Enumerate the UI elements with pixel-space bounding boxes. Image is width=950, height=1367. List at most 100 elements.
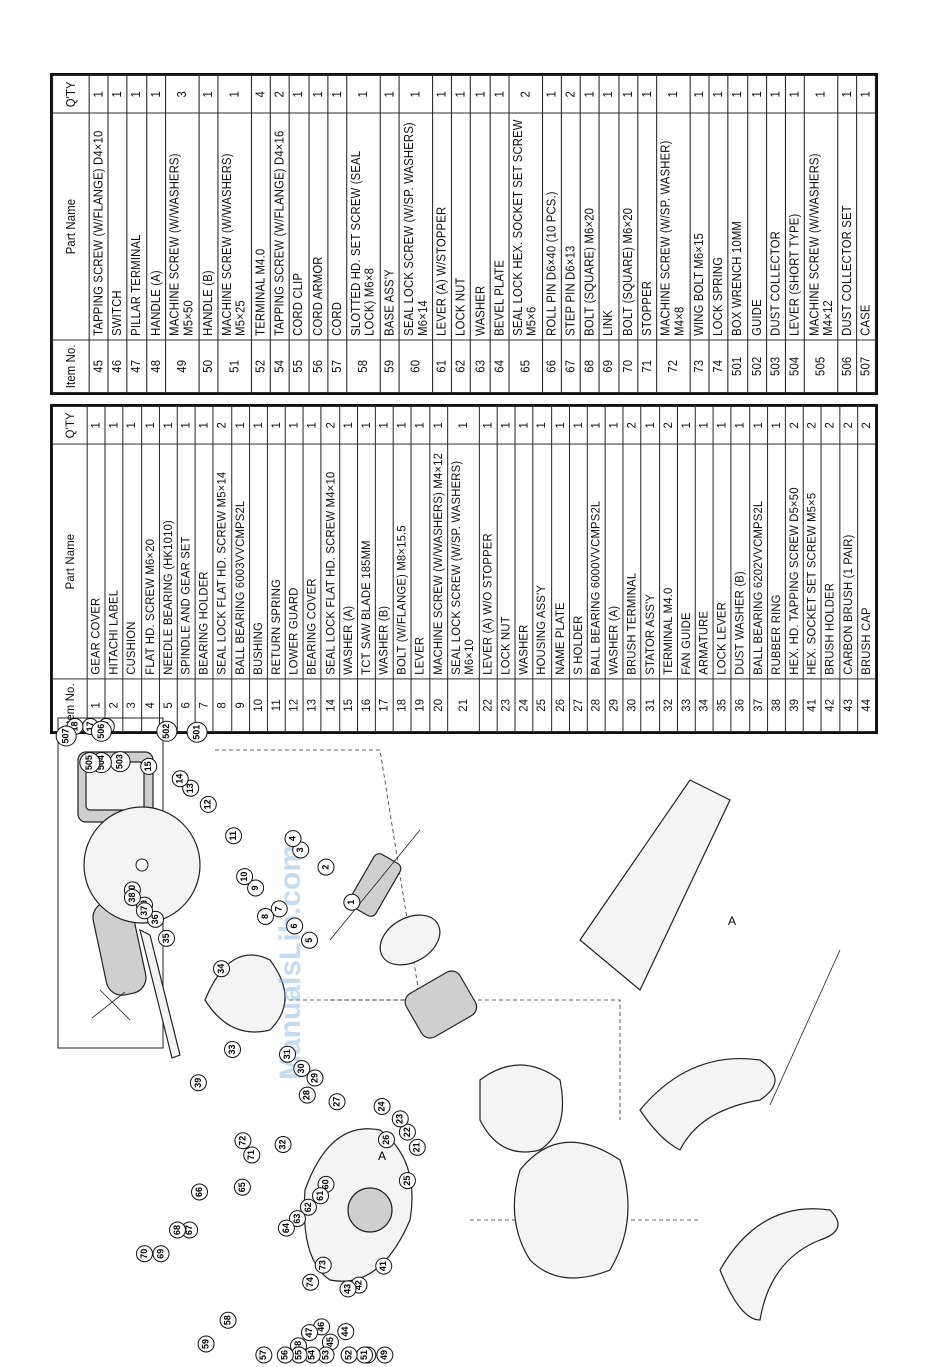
callout-number: 72 bbox=[237, 1136, 247, 1146]
callout-65: 65 bbox=[233, 1178, 251, 1196]
quantity-cell: 1 bbox=[804, 75, 838, 114]
callout-number: 70 bbox=[139, 1249, 149, 1259]
part-name-cell: FAN GUIDE bbox=[677, 444, 696, 679]
part-name-cell: BEVEL PLATE bbox=[489, 113, 509, 341]
item-no-cell: 66 bbox=[542, 340, 562, 393]
item-no-cell: 70 bbox=[618, 340, 638, 393]
callout-507: 507 bbox=[55, 725, 77, 747]
quantity-cell: 1 bbox=[569, 406, 588, 445]
item-no-cell: 504 bbox=[785, 340, 805, 393]
quantity-cell: 1 bbox=[713, 406, 732, 445]
callout-number: 56 bbox=[280, 1350, 290, 1360]
part-name-cell: CORD CLIP bbox=[289, 113, 309, 341]
item-no-cell: 507 bbox=[856, 340, 876, 393]
item-no-cell: 71 bbox=[637, 340, 657, 393]
callout-number: 38 bbox=[127, 892, 137, 902]
callout-number: 506 bbox=[96, 724, 106, 739]
quantity-cell: 1 bbox=[587, 406, 606, 445]
callout-number: 13 bbox=[185, 783, 195, 793]
callout-circle bbox=[243, 1146, 261, 1164]
callout-2: 2 bbox=[317, 858, 335, 876]
part-name-cell: HEX. HD. TAPPING SCREW D5×50 bbox=[785, 444, 804, 679]
housing-25 bbox=[513, 1141, 629, 1279]
callout-503: 503 bbox=[109, 751, 131, 773]
item-no-cell: 63 bbox=[470, 340, 490, 393]
quantity-cell: 2 bbox=[623, 406, 642, 445]
callout-47: 47 bbox=[301, 1324, 318, 1342]
callout-38: 38 bbox=[123, 889, 141, 906]
part-name-cell: CORD ARMOR bbox=[308, 113, 328, 341]
item-no-cell: 50 bbox=[198, 340, 218, 393]
part-name-cell: BALL BEARING 6003VVCMPS2L bbox=[231, 444, 250, 679]
quantity-cell: 1 bbox=[308, 75, 328, 114]
quantity-cell: 2 bbox=[508, 75, 543, 114]
callout-number: 8 bbox=[260, 914, 270, 919]
quantity-cell: 1 bbox=[749, 406, 768, 445]
part-name-cell: BUSHING bbox=[249, 444, 268, 679]
callout-31: 31 bbox=[279, 1045, 296, 1063]
callout-circle bbox=[213, 960, 230, 978]
quantity-cell: 1 bbox=[357, 406, 376, 445]
callout-number: 57 bbox=[258, 1350, 268, 1360]
callout-number: 65 bbox=[237, 1182, 247, 1192]
callout-circle bbox=[257, 908, 274, 925]
callout-32: 32 bbox=[274, 1136, 292, 1153]
callout-circle bbox=[186, 721, 208, 743]
item-no-cell: 56 bbox=[308, 340, 328, 393]
callout-circle bbox=[158, 929, 175, 947]
quantity-cell: 1 bbox=[728, 75, 748, 114]
callout-number: 60 bbox=[320, 1179, 330, 1189]
callout-21: 21 bbox=[408, 1138, 426, 1156]
callout-circle bbox=[284, 830, 302, 848]
item-no-cell: 51 bbox=[217, 340, 252, 393]
callout-57: 57 bbox=[255, 1346, 273, 1364]
part-name-cell: HANDLE (A) bbox=[146, 113, 166, 341]
part-name-cell: RUBBER RING bbox=[767, 444, 786, 679]
callout-number: 47 bbox=[304, 1328, 314, 1338]
part-name-cell: BOLT (SQUARE) M6×20 bbox=[580, 113, 600, 341]
quantity-cell: 2 bbox=[839, 406, 858, 445]
quantity-cell: 1 bbox=[677, 406, 696, 445]
callout-number: 21 bbox=[412, 1142, 422, 1152]
part-name-cell: WASHER (B) bbox=[375, 444, 394, 679]
quantity-cell: 1 bbox=[656, 75, 691, 114]
part-name-cell: MACHINE SCREW (W/WASHERS) M5×50 bbox=[165, 113, 199, 341]
handle-a-48 bbox=[639, 1058, 776, 1151]
item-no-cell: 64 bbox=[489, 340, 509, 393]
callout-49: 49 bbox=[376, 1346, 394, 1364]
col-header-qty: Q'TY bbox=[52, 75, 90, 114]
quantity-cell: 2 bbox=[213, 406, 232, 445]
item-no-cell: 505 bbox=[804, 340, 838, 393]
callout-number: 6 bbox=[289, 923, 299, 928]
callout-56: 56 bbox=[276, 1346, 294, 1364]
part-name-cell: DUST WASHER (B) bbox=[731, 444, 750, 679]
marker-a-housing: A bbox=[378, 1149, 386, 1163]
callout-circle bbox=[398, 1172, 416, 1190]
part-name-cell: BEARING HOLDER bbox=[195, 444, 214, 679]
callout-53: 53 bbox=[317, 1346, 335, 1364]
item-no-cell: 52 bbox=[251, 340, 271, 393]
quantity-cell: 1 bbox=[837, 75, 857, 114]
quantity-cell: 1 bbox=[856, 75, 876, 114]
part-name-cell: SLOTTED HD. SET SCREW (SEAL LOCK) M6×8 bbox=[346, 113, 381, 341]
callout-4: 4 bbox=[284, 830, 302, 848]
callout-circle bbox=[373, 1098, 391, 1115]
callout-circle bbox=[301, 1324, 318, 1342]
part-name-cell: DUST COLLECTOR bbox=[766, 113, 786, 341]
callout-71: 71 bbox=[243, 1146, 261, 1164]
part-name-cell: WASHER (A) bbox=[605, 444, 624, 679]
part-name-cell: STOPPER bbox=[637, 113, 657, 341]
